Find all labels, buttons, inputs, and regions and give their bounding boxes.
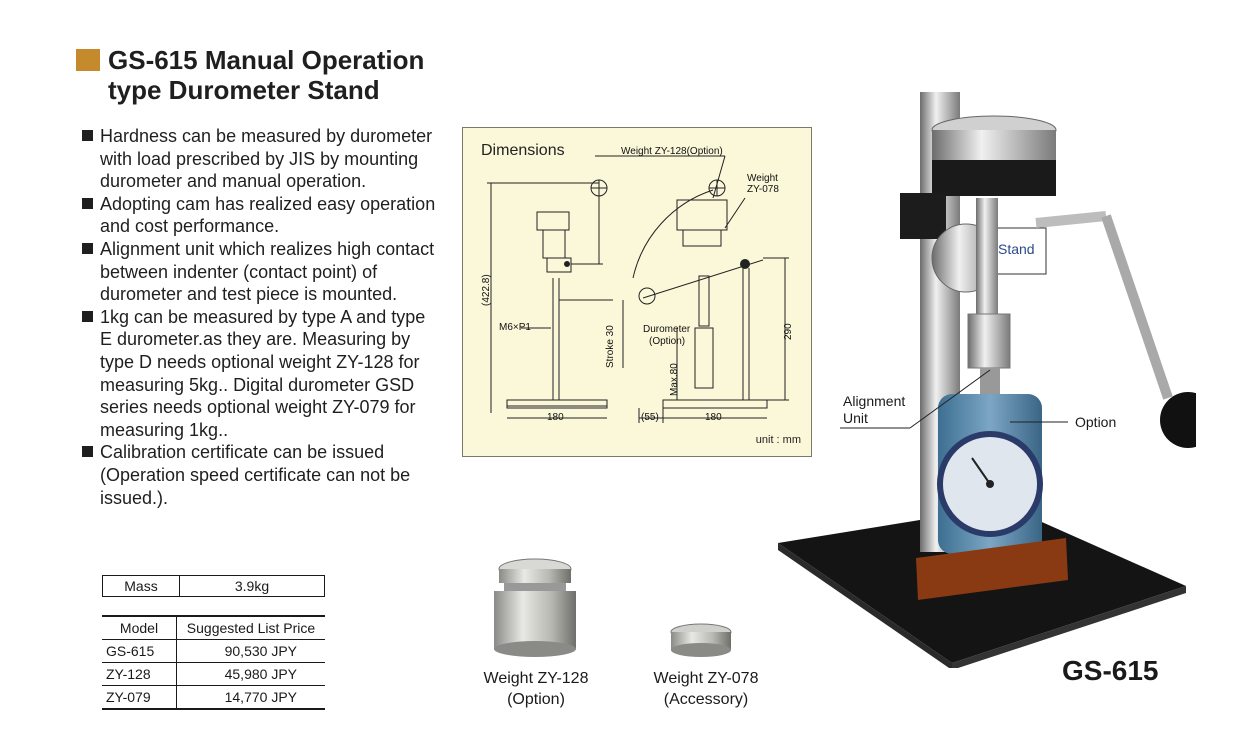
feature-item: 1kg can be measured by type A and type E… — [82, 306, 442, 442]
feature-item: Hardness can be measured by durometer wi… — [82, 125, 442, 193]
label-durometer-a: Durometer — [643, 324, 691, 335]
label-base-left: 180 — [547, 412, 564, 423]
label-durometer-b: (Option) — [649, 336, 686, 347]
model-label: GS-615 — [1062, 655, 1159, 686]
callout-option: Option — [1075, 414, 1117, 430]
title-accent-square — [76, 49, 100, 71]
title-line-2: type Durometer Stand — [108, 75, 380, 105]
callout-alignment-unit: Alignment Unit — [843, 393, 906, 426]
price-table: Model Suggested List Price GS-615 90,530… — [102, 615, 325, 710]
svg-text:Stand: Stand — [998, 241, 1035, 257]
square-bullet-icon — [82, 310, 93, 322]
square-bullet-icon — [82, 242, 93, 254]
label-base-right: 180 — [705, 412, 722, 423]
durometer-stand-image: Stand — [778, 92, 1196, 668]
mass-label: Mass — [102, 575, 180, 597]
row-model: GS-615 — [102, 639, 177, 663]
feature-item: Alignment unit which realizes high conta… — [82, 238, 442, 306]
caption-weight-zy128: Weight ZY-128 (Option) — [483, 670, 589, 708]
dimensions-panel: Dimensions — [462, 127, 812, 457]
mass-value: 3.9kg — [179, 575, 325, 597]
dimensions-title: Dimensions — [481, 142, 565, 159]
weight-zy128-image — [494, 558, 576, 657]
label-offset: (55) — [641, 412, 659, 423]
square-bullet-icon — [82, 197, 93, 209]
unit-label: unit : mm — [755, 434, 801, 446]
callout-lines — [840, 369, 1068, 429]
feature-item: Calibration certificate can be issued (O… — [82, 441, 442, 509]
title-line-1: GS-615 Manual Operation — [108, 45, 425, 75]
square-bullet-icon — [82, 446, 93, 458]
row-price: 14,770 JPY — [176, 685, 325, 710]
label-thread: M6×P1 — [499, 322, 531, 333]
label-weight-option: Weight ZY-128(Option) — [621, 146, 723, 157]
label-total-height: (422.8) — [481, 274, 492, 306]
label-stroke: Stroke 30 — [605, 325, 616, 368]
caption-weight-zy078: Weight ZY-078 (Accessory) — [653, 670, 759, 708]
table-row: GS-615 90,530 JPY — [102, 639, 325, 663]
header-model: Model — [102, 616, 177, 640]
feature-list: Hardness can be measured by durometer wi… — [82, 125, 442, 509]
mass-table: Mass 3.9kg — [102, 575, 325, 597]
weight-zy078-image — [670, 623, 732, 657]
feature-item: Adopting cam has realized easy operation… — [82, 193, 442, 238]
page-title: GS-615 Manual Operation type Durometer S… — [108, 45, 468, 105]
row-model: ZY-079 — [102, 685, 177, 710]
table-row: ZY-079 14,770 JPY — [102, 685, 325, 710]
dimension-drawing — [487, 155, 789, 423]
label-weight-a: Weight — [747, 173, 778, 184]
row-model: ZY-128 — [102, 662, 177, 686]
table-row: Mass 3.9kg — [102, 575, 325, 597]
table-row: ZY-128 45,980 JPY — [102, 662, 325, 686]
table-header-row: Model Suggested List Price — [102, 616, 325, 640]
row-price: 90,530 JPY — [176, 639, 325, 663]
square-bullet-icon — [82, 130, 93, 141]
label-weight-b: ZY-078 — [747, 184, 779, 195]
row-price: 45,980 JPY — [176, 662, 325, 686]
header-price: Suggested List Price — [176, 616, 325, 640]
label-max: Max.80 — [669, 363, 680, 396]
